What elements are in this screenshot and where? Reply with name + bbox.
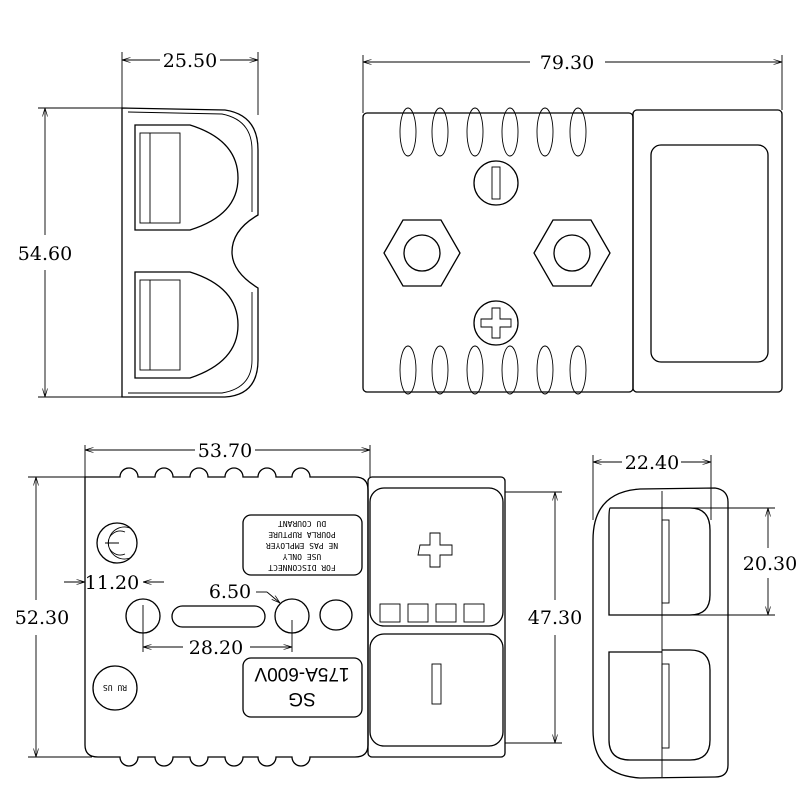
minus-icon xyxy=(431,663,442,705)
top-view: 79.30 xyxy=(362,52,783,395)
dim-hole-diameter: 6.50 xyxy=(209,581,251,603)
dim-side-height: 54.60 xyxy=(18,243,72,265)
warning-line: FOR DISCONNECT xyxy=(268,563,336,572)
dim-side-width: 25.50 xyxy=(163,50,217,72)
ul-mark: RU US xyxy=(103,683,127,692)
hex-nut-icon xyxy=(533,219,611,287)
dim-end-cavity-height: 20.30 xyxy=(743,553,797,575)
csa-logo-icon xyxy=(96,522,138,564)
ul-logo-icon xyxy=(92,665,138,711)
end-view: 22.40 20.30 xyxy=(592,452,797,779)
warning-line: DU COURANT xyxy=(278,519,326,528)
warning-line: POURLA RUPTURE xyxy=(268,530,336,539)
dim-contact-height: 47.30 xyxy=(528,607,582,629)
hex-nut-icon xyxy=(383,219,461,287)
dim-hole-offset: 11.20 xyxy=(85,572,139,594)
warning-line: NE PAS EMPLOYER xyxy=(266,541,338,550)
model-text: SG xyxy=(288,688,315,709)
dim-front-height: 52.30 xyxy=(15,607,69,629)
plus-icon xyxy=(417,532,453,568)
screw-cross-icon xyxy=(473,300,519,346)
rating-label xyxy=(242,657,363,718)
side-view: 25.50 54.60 xyxy=(18,50,259,398)
warning-line: USE ONLY xyxy=(283,552,322,561)
dim-end-width: 22.40 xyxy=(625,452,679,474)
front-view: RU US FOR DISCONNECT USE ONLY NE PAS EMP… xyxy=(15,440,582,767)
dim-hole-spacing: 28.20 xyxy=(189,637,243,659)
dim-front-width: 53.70 xyxy=(198,440,252,462)
warning-label xyxy=(242,514,363,576)
dim-top-length: 79.30 xyxy=(540,52,594,74)
screw-slot-icon xyxy=(473,160,519,206)
rating-text: 175A-600V xyxy=(254,663,349,684)
